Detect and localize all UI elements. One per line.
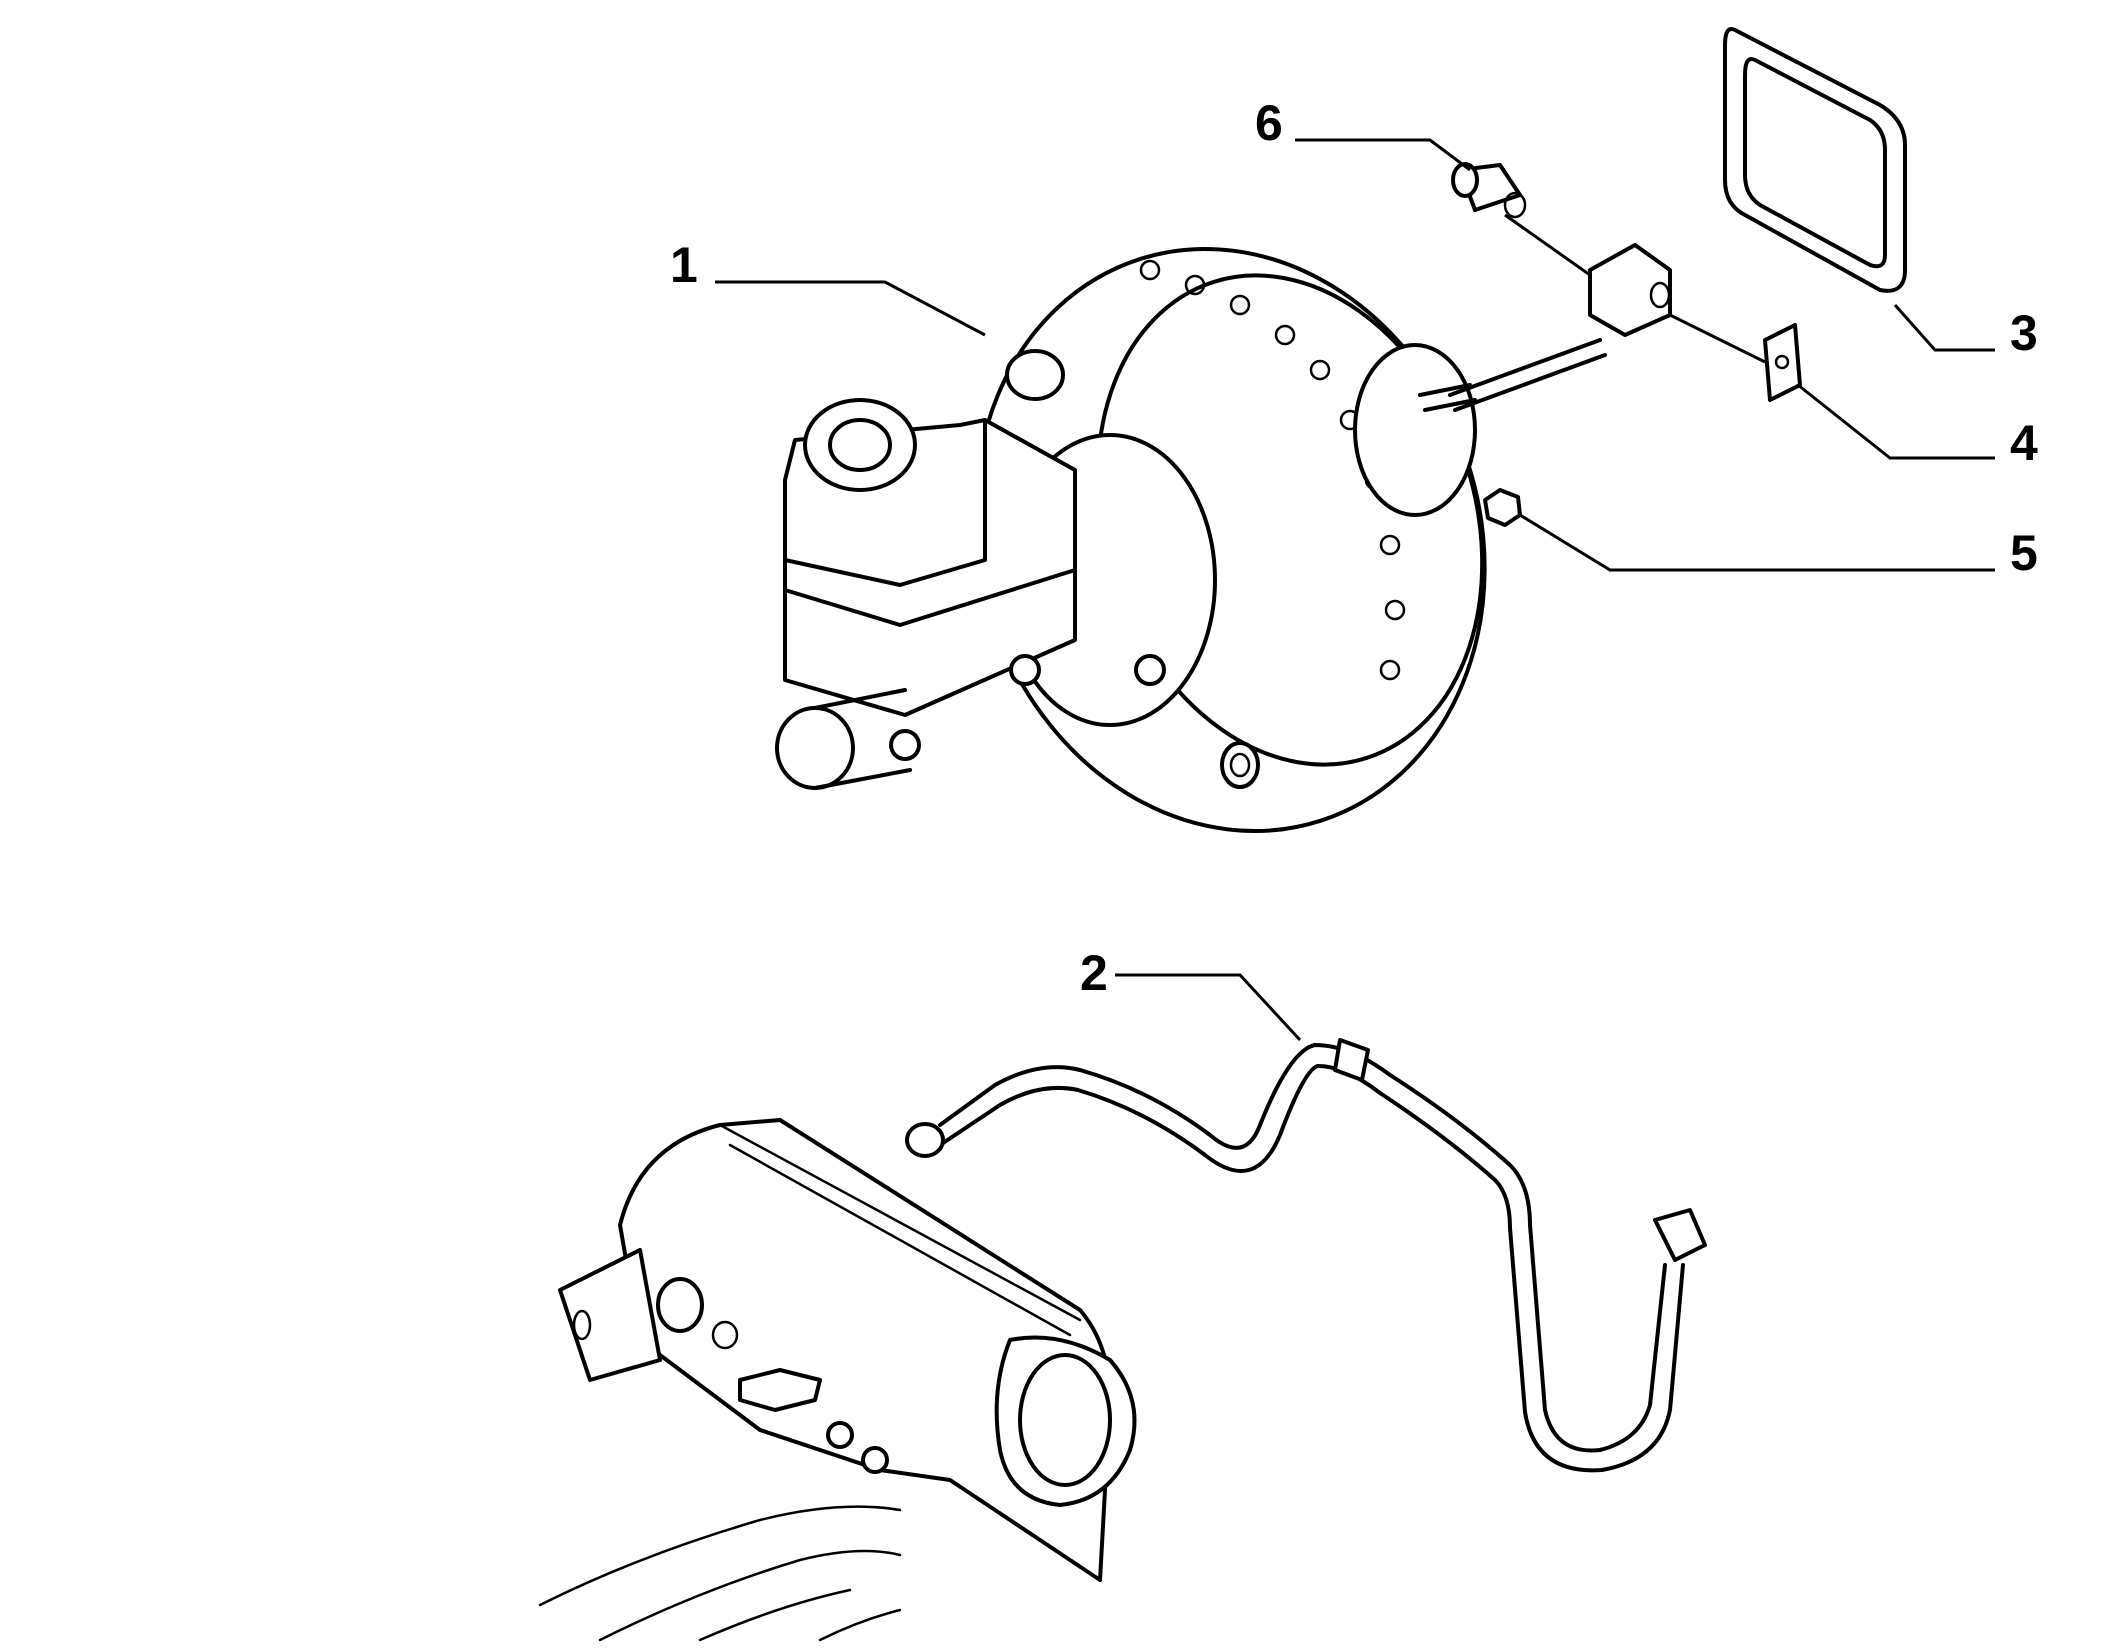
callout-5: 5 bbox=[2010, 525, 2038, 581]
callout-2: 2 bbox=[1080, 945, 1108, 1001]
callout-3: 3 bbox=[2010, 305, 2038, 361]
mounting-nut bbox=[1483, 488, 1522, 527]
intake-manifold bbox=[538, 1118, 1137, 1642]
clevis-fork bbox=[1588, 243, 1672, 337]
callout-6: 6 bbox=[1255, 95, 1283, 151]
clevis-pin bbox=[1451, 162, 1527, 219]
leader-lines bbox=[715, 138, 1995, 1042]
retaining-clip bbox=[1763, 323, 1802, 402]
servo-gasket bbox=[1723, 27, 1907, 293]
vacuum-hose bbox=[905, 1038, 1707, 1473]
callout-4: 4 bbox=[2010, 415, 2038, 471]
callout-1: 1 bbox=[670, 237, 698, 293]
callout-labels: 1 2 3 4 5 6 bbox=[670, 95, 2038, 1001]
brake-servo-assembly bbox=[775, 246, 1607, 834]
